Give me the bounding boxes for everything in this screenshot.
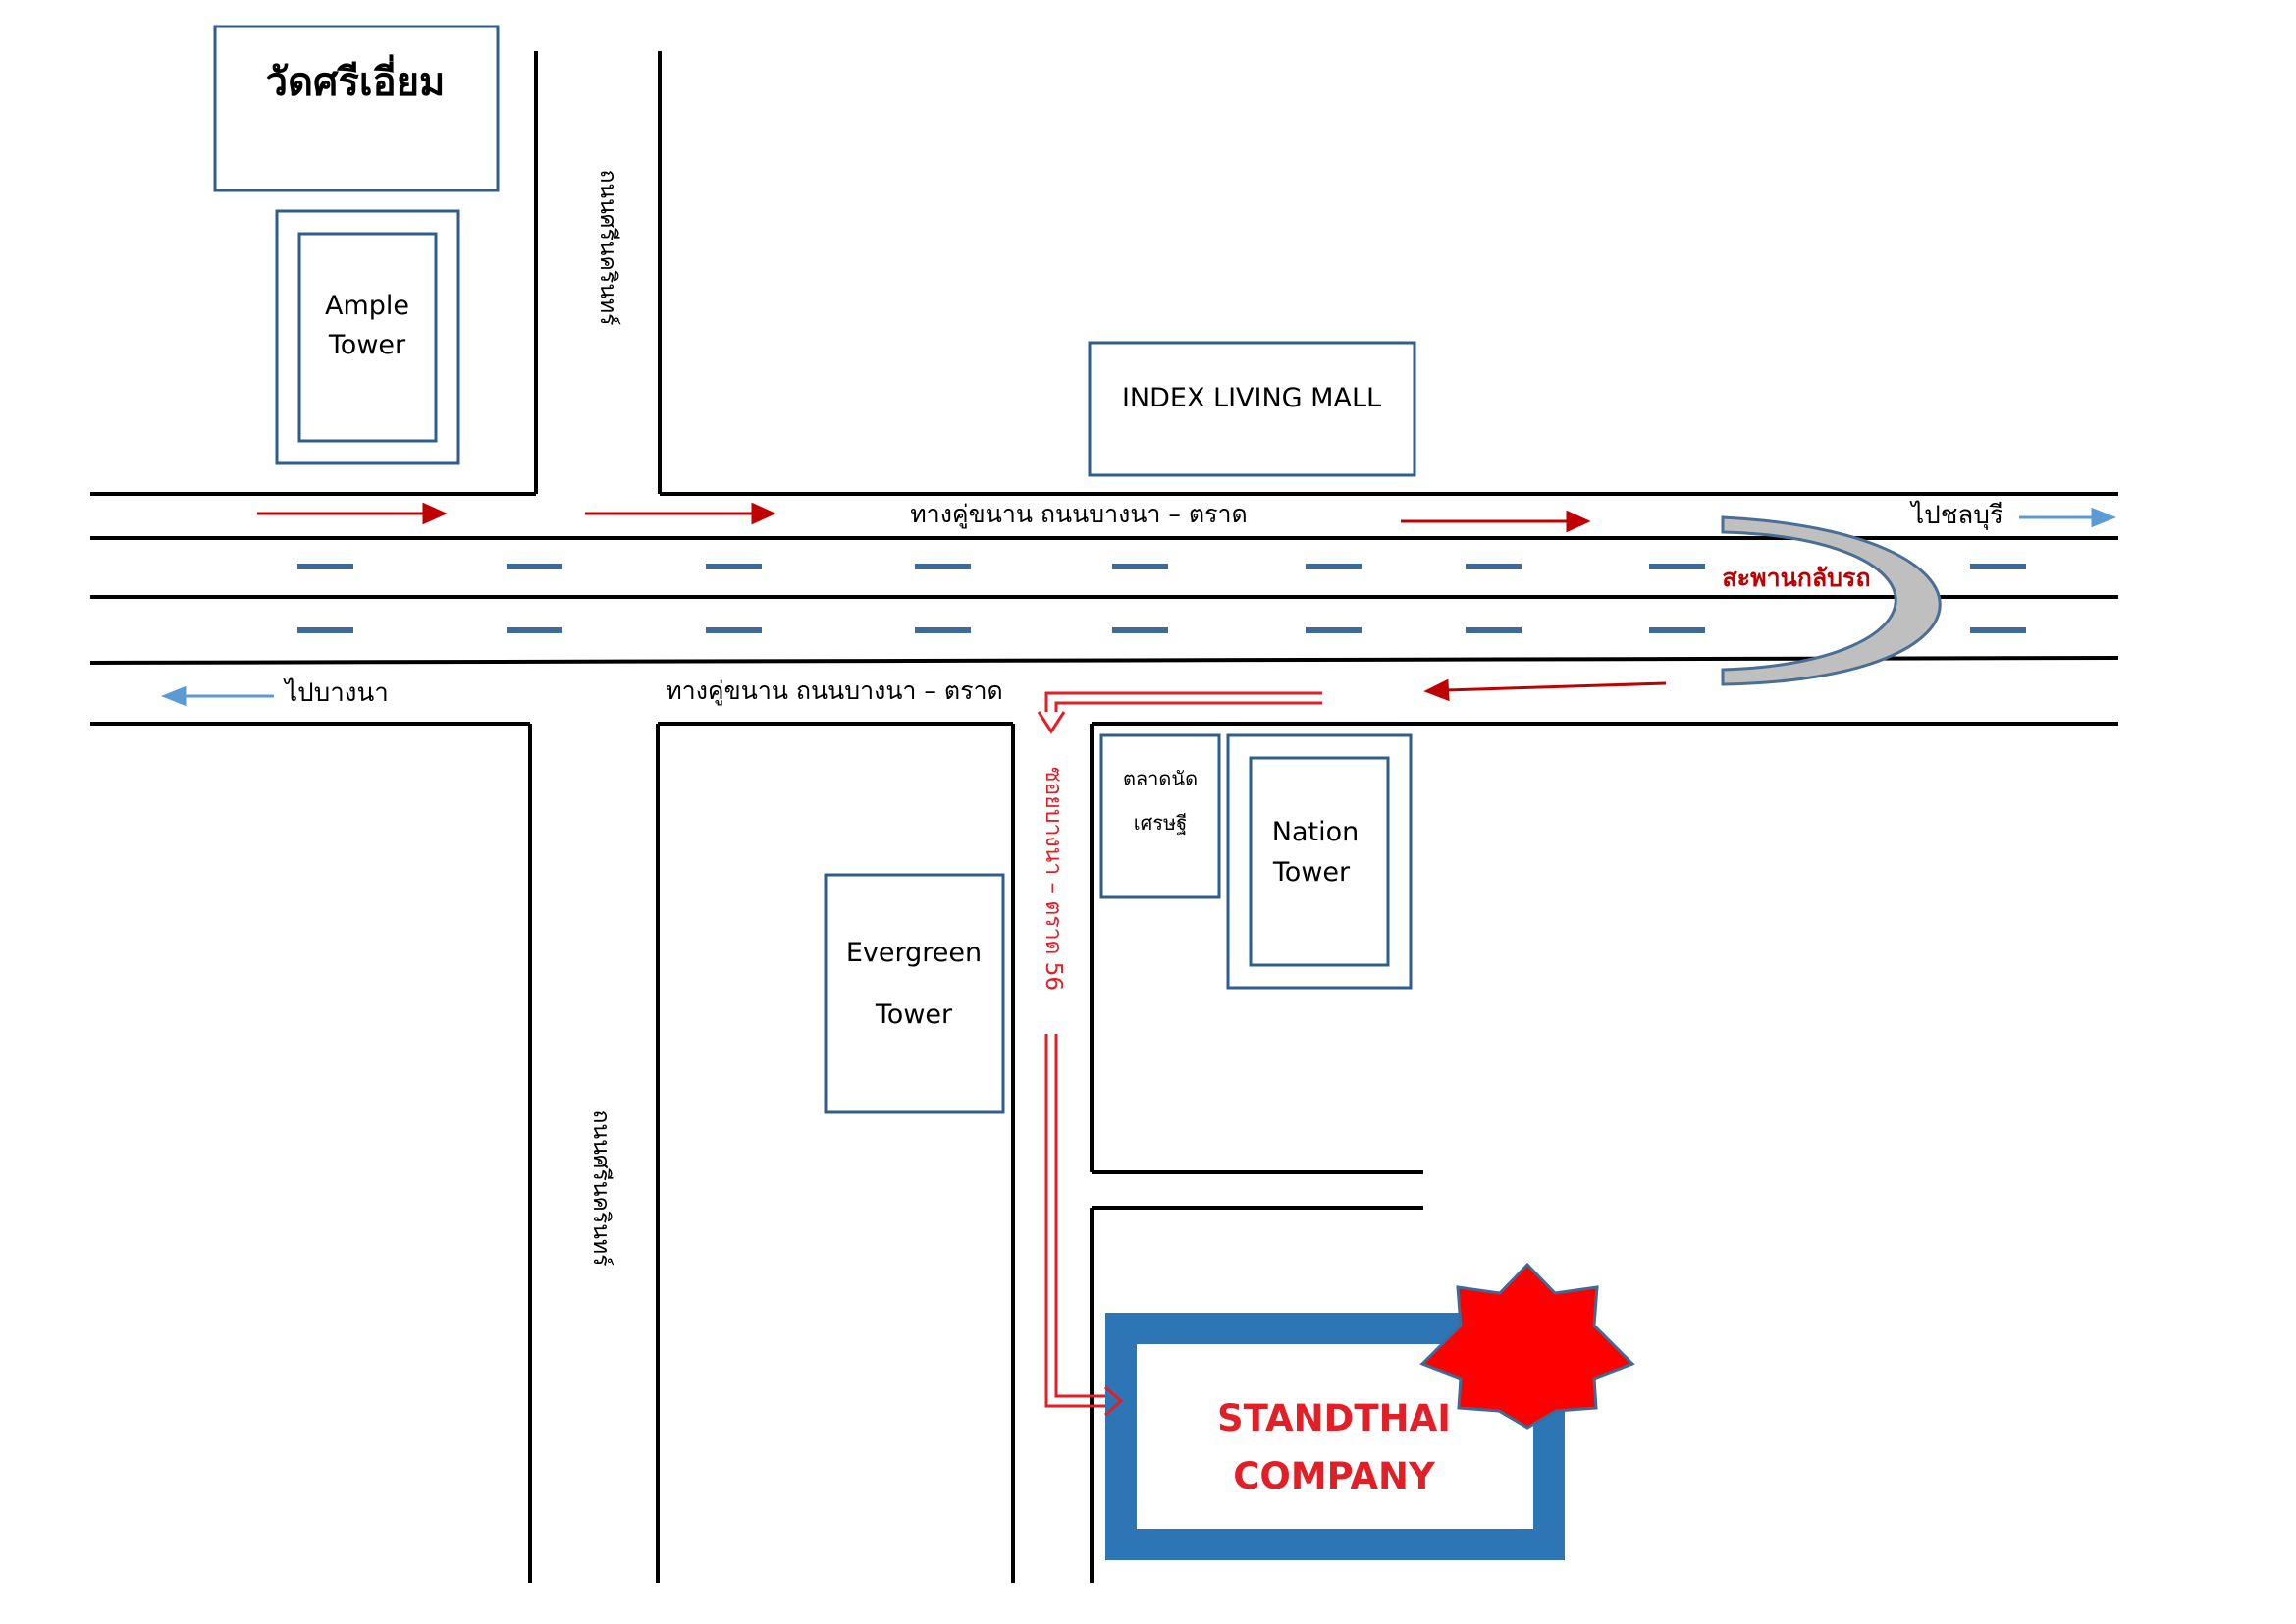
ample-tower-label-1: Ample (325, 291, 409, 321)
nation-tower: Nation Tower (1226, 733, 1413, 990)
market-label-1: ตลาดนัด (1123, 767, 1198, 790)
to-bangna-label: ไปบางนา (283, 677, 389, 708)
side-road-lower-label: ถนนศรีนครินทร์ (588, 1110, 614, 1266)
index-living-mall: INDEX LIVING MALL (1088, 341, 1416, 477)
temple-label: วัดศรีเอี่ยม (266, 54, 446, 105)
lane-dashes (297, 564, 2026, 633)
nation-tower-label-2: Tower (1272, 857, 1351, 888)
ample-tower-label-2: Tower (328, 330, 406, 360)
road-line-frontage-bottom (89, 656, 2119, 665)
evergreen-tower-label-1: Evergreen (846, 938, 982, 968)
company-label-1: STANDTHAI (1217, 1397, 1451, 1439)
traffic-arrows (257, 502, 1667, 702)
soi-road-label: ซอยบางนา – ตราด 56 (1041, 767, 1066, 991)
ample-tower: Ample Tower (275, 209, 460, 465)
nation-tower-label-1: Nation (1272, 817, 1359, 847)
u-turn-bridge-icon (1721, 515, 1942, 686)
u-turn-bridge-label: สะพานกลับรถ (1722, 564, 1870, 592)
route-arrow-icon (1037, 691, 1322, 1417)
road-lines (89, 51, 2119, 1583)
direction-arrows (160, 507, 2117, 707)
red-star-icon (1419, 1262, 1635, 1430)
evergreen-tower: Evergreen Tower (824, 873, 1005, 1114)
evergreen-tower-label-2: Tower (875, 1000, 953, 1030)
standthai-company: STANDTHAI COMPANY (1105, 1313, 1565, 1560)
market-box: ตลาดนัด เศรษฐี (1099, 733, 1221, 899)
frontage-road-top-label: ทางคู่ขนาน ถนนบางนา – ตราด (910, 500, 1248, 529)
market-label-2: เศรษฐี (1134, 811, 1188, 835)
frontage-road-bottom-label: ทางคู่ขนาน ถนนบางนา – ตราด (666, 677, 1003, 706)
company-label-2: COMPANY (1233, 1455, 1436, 1497)
side-road-upper-label: ถนนศรีนครินทร์ (595, 169, 621, 325)
to-chonburi-label: ไปชลบุรี (1909, 500, 2003, 530)
index-living-mall-label: INDEX LIVING MALL (1122, 383, 1381, 413)
temple-box (213, 25, 500, 192)
